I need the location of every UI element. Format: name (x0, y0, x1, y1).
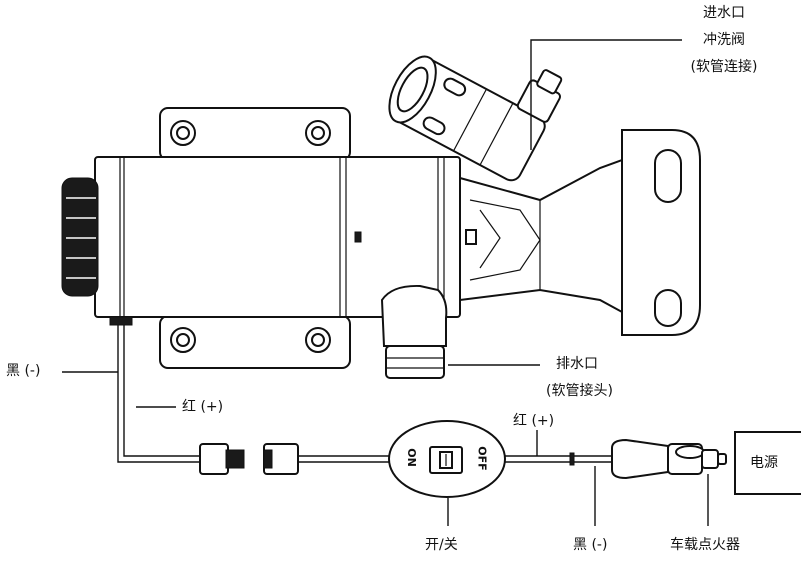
inlet-label-line3: (软管连接) (690, 59, 758, 75)
mounting-bracket-top (159, 107, 351, 161)
red-wire-label-left: 红 (+) (182, 399, 224, 415)
cigarette-lighter-label: 车载点火器 (670, 537, 740, 553)
switch-on-label: ON (404, 448, 418, 467)
wire-connector (199, 443, 299, 475)
motor-end-cap (61, 177, 99, 297)
inlet-label-line1: 进水口 (703, 5, 745, 21)
red-wire-label-right: 红 (+) (513, 413, 555, 429)
outlet-elbow (380, 284, 448, 379)
motor-body (94, 156, 461, 318)
power-source-box (734, 431, 801, 495)
power-source-label: 电源 (750, 455, 778, 471)
inlet-label-line2: 冲洗阀 (703, 32, 745, 48)
pump-end-flange (621, 129, 701, 336)
wire-sleeve (569, 452, 575, 466)
switch-off-label: OFF (475, 446, 489, 471)
black-wire-label-left: 黑 (-) (6, 363, 41, 379)
switch-label: 开/关 (425, 537, 458, 553)
inlet-valve-assembly (388, 55, 563, 182)
inline-switch (388, 420, 506, 498)
mounting-bracket-bottom (159, 315, 351, 369)
cigarette-lighter-plug (611, 438, 727, 480)
outlet-label-line2: (软管接头) (546, 383, 613, 399)
black-wire-label-right: 黑 (-) (573, 537, 608, 553)
leader-lines (62, 39, 709, 526)
pump-head (459, 158, 623, 314)
wire-harness (109, 316, 200, 463)
outlet-label-line1: 排水口 (556, 356, 598, 372)
